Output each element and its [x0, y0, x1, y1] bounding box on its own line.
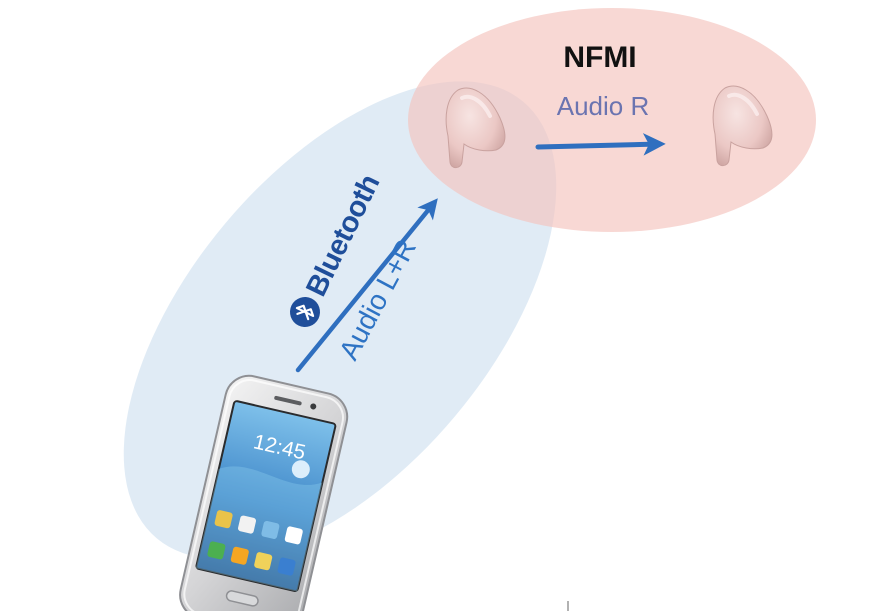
- nfmi-coverage-zone: [408, 8, 816, 232]
- bluetooth-icon: [290, 297, 320, 327]
- audio-r-label: Audio R: [557, 91, 650, 121]
- nfmi-title: NFMI: [563, 41, 636, 74]
- earbud-icon: [712, 85, 773, 167]
- earbud-icon: [445, 87, 506, 169]
- bluetooth-link-arrow: [295, 198, 438, 373]
- nfmi-link-arrow: [535, 133, 666, 156]
- smartphone-icon: 12:45: [179, 374, 349, 611]
